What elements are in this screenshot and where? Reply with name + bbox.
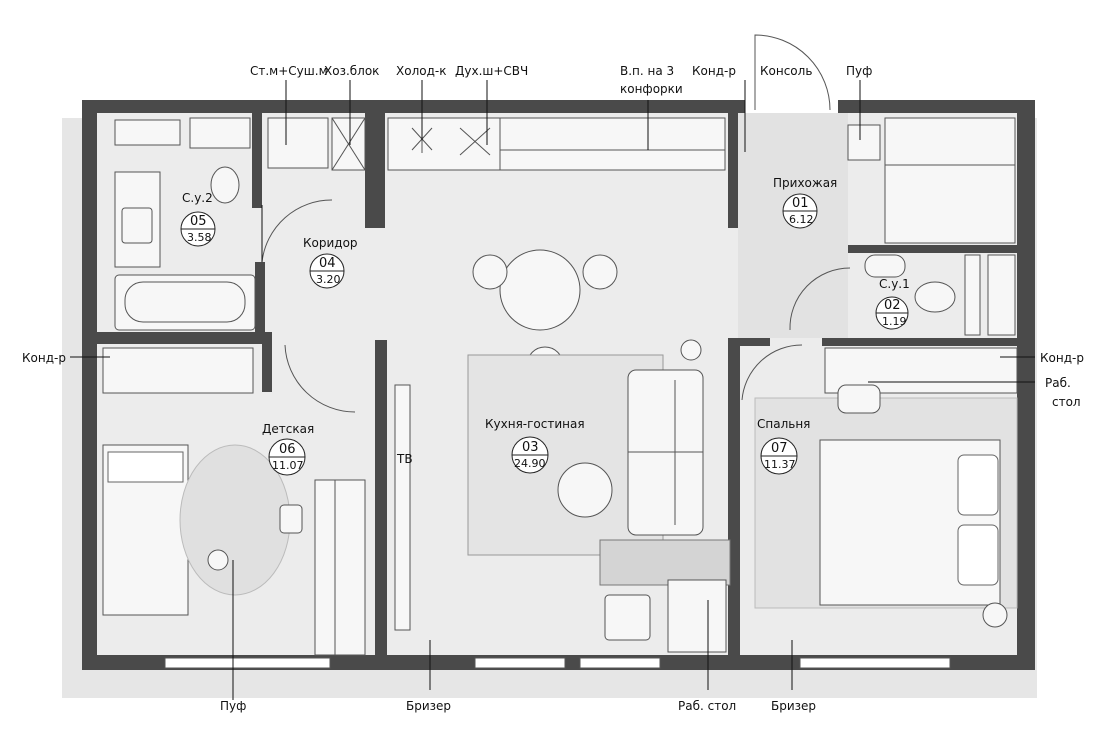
room-area: 24.90 <box>514 457 546 470</box>
room-name: С.у.1 <box>879 277 910 291</box>
callout-console: Консоль <box>760 64 812 78</box>
bathroom2-fixtures <box>114 166 256 331</box>
room-number: 05 <box>190 214 207 229</box>
callout-desk-bottom: Раб. стол <box>678 699 736 713</box>
callout-breezer-left: Бризер <box>406 699 451 713</box>
room-wc1: С.у.1 02 1.19 <box>875 277 910 330</box>
doors <box>261 34 851 413</box>
utility-units <box>114 117 366 171</box>
callout-desk-right-1: Раб. <box>1045 376 1071 390</box>
callout-storage: Хоз.блок <box>324 64 379 78</box>
callout-hob-line1: В.п. на 3 <box>620 64 674 78</box>
callout-desk-right-2: стол <box>1052 395 1081 409</box>
callout-pouf-top: Пуф <box>846 64 872 78</box>
room-name: С.у.2 <box>182 191 213 205</box>
outer-walls <box>82 100 1035 670</box>
room-area: 6.12 <box>789 213 814 226</box>
room-number: 07 <box>771 441 788 456</box>
room-area: 11.37 <box>764 458 796 471</box>
room-kitchen: Кухня-гостиная 03 24.90 <box>485 417 585 474</box>
room-area: 3.20 <box>316 273 341 286</box>
room-name: Кухня-гостиная <box>485 417 585 431</box>
living-furniture <box>394 354 731 653</box>
bedroom-furniture <box>754 347 1018 628</box>
callout-ac-left: Конд-р <box>22 351 66 365</box>
leader-lines <box>70 80 1035 700</box>
callout-pouf-bottom: Пуф <box>220 699 246 713</box>
room-name: Детская <box>262 422 314 436</box>
room-wc2: С.у.2 05 3.58 <box>180 191 216 247</box>
kids-furniture <box>102 347 366 656</box>
callout-ac-top: Конд-р <box>692 64 736 78</box>
callout-washer-dryer: Ст.м+Суш.м <box>250 64 328 78</box>
room-name: Прихожая <box>773 176 837 190</box>
room-name: Спальня <box>757 417 810 431</box>
callout-oven-microwave: Дух.ш+СВЧ <box>455 64 528 78</box>
room-number: 01 <box>792 196 809 211</box>
room-area: 1.19 <box>882 315 907 328</box>
tv-label: ТВ <box>396 452 413 466</box>
inner-walls <box>97 113 1018 658</box>
room-bedroom: Спальня 07 11.37 <box>757 417 810 475</box>
callout-breezer-right: Бризер <box>771 699 816 713</box>
room-area: 11.07 <box>272 459 304 472</box>
room-number: 03 <box>522 440 539 455</box>
room-number: 06 <box>279 442 296 457</box>
room-number: 04 <box>319 256 336 271</box>
callout-hob-line2: конфорки <box>620 82 683 96</box>
room-corridor: Коридор 04 3.20 <box>303 236 358 289</box>
room-name: Коридор <box>303 236 358 250</box>
kitchen-counter <box>387 117 726 171</box>
callout-ac-right: Конд-р <box>1040 351 1084 365</box>
room-number: 02 <box>884 298 901 313</box>
room-hall: Прихожая 01 6.12 <box>773 176 837 229</box>
room-kids: Детская 06 11.07 <box>262 422 314 476</box>
room-area: 3.58 <box>187 231 212 244</box>
callout-fridge: Холод-к <box>396 64 446 78</box>
hall-wardrobe <box>847 117 1016 336</box>
